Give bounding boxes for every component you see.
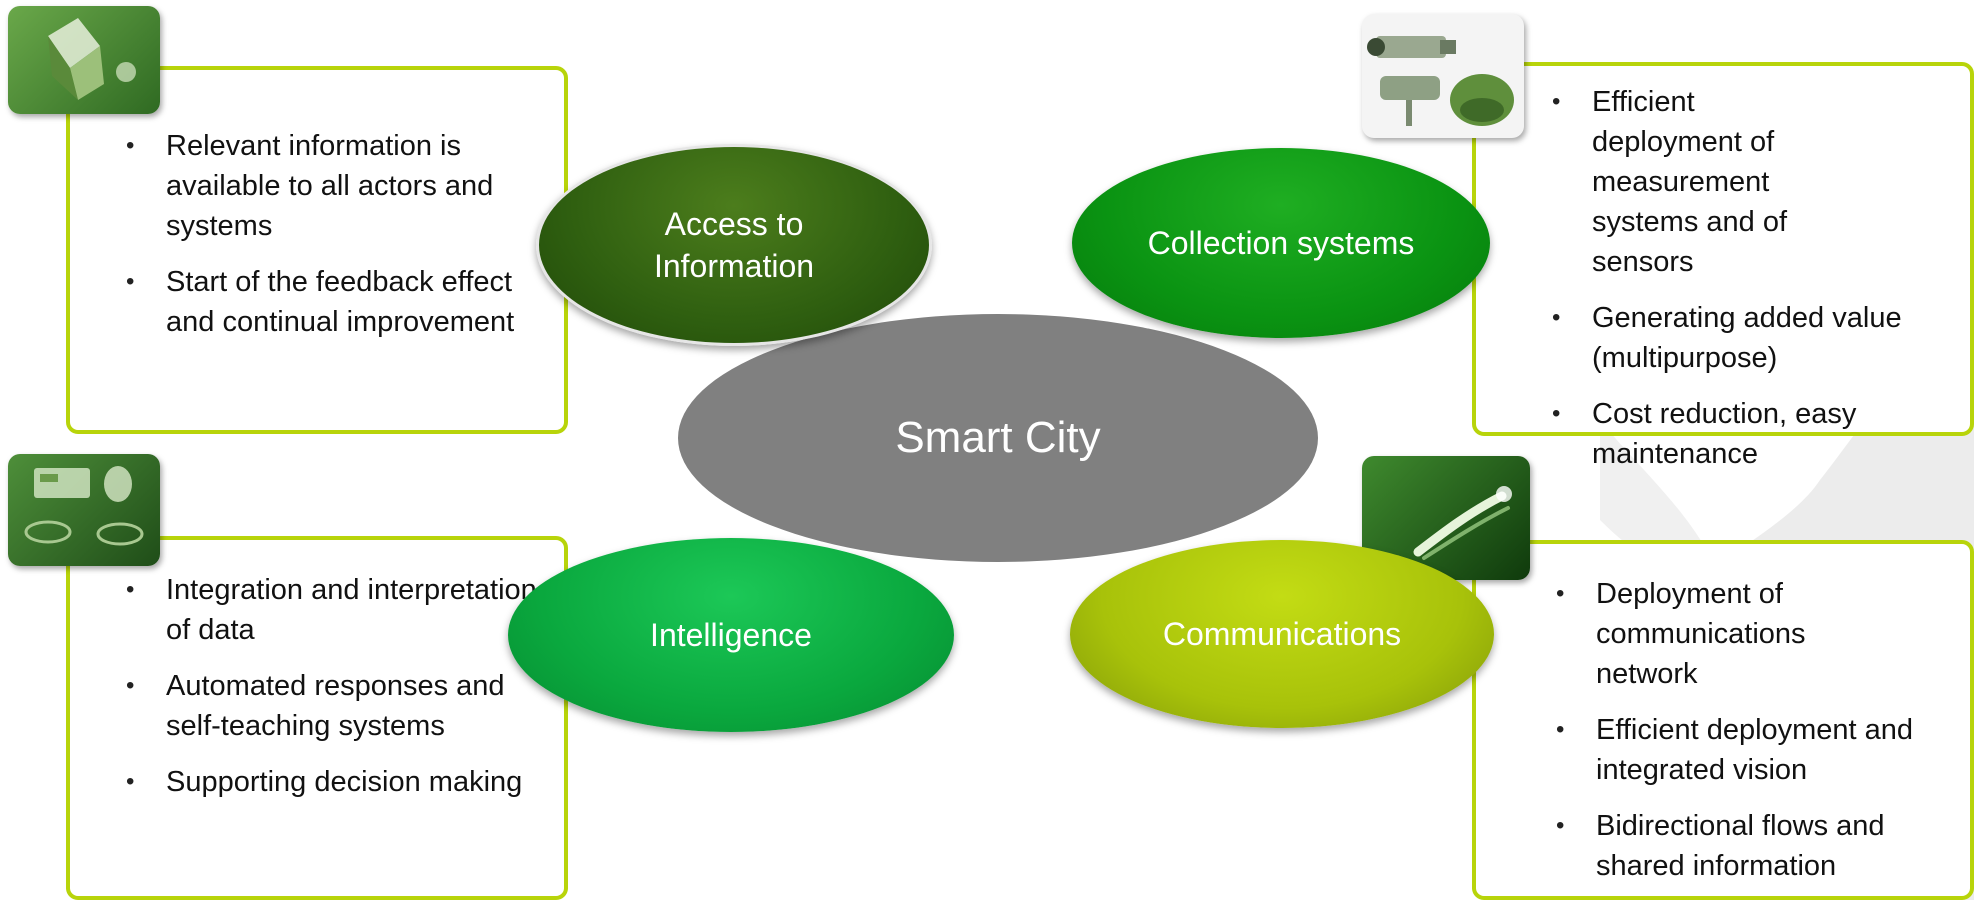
cube-box-icon [8,6,160,114]
collection-systems-label: Collection systems [1147,225,1415,261]
bullet-item: Integration and interpretation of data [126,570,554,650]
bullet-item: Automated responses and self-teaching sy… [126,666,554,746]
bullet-item: Efficient deployment and integrated visi… [1556,710,1960,790]
collection-bullets: Efficient deployment of measurement syst… [1552,82,1960,490]
bullet-item: Deployment of communications network [1556,574,1960,694]
smart-city-label: Smart City [895,413,1101,462]
access-info-bullets: Relevant information is available to all… [126,126,554,358]
collection-systems-node: Collection systems [1072,148,1490,338]
bullet-item: Relevant information is available to all… [126,126,554,246]
bullet-item: Generating added value (multipurpose) [1552,298,1960,378]
intelligence-node: Intelligence [508,538,954,732]
security-camera-icon [1362,14,1524,138]
communications-panel: Deployment of communications network Eff… [1472,540,1974,900]
communications-label: Communications [1162,616,1402,652]
access-info-panel: Relevant information is available to all… [66,66,568,434]
smart-city-node: Smart City [678,314,1318,562]
bullet-item: Start of the feedback effect and continu… [126,262,554,342]
intelligence-label: Intelligence [650,617,812,653]
access-to-information-label: Access to Information [653,206,815,284]
bullet-item: Supporting decision making [126,762,554,802]
intelligence-panel: Integration and interpretation of data A… [66,536,568,900]
communications-bullets: Deployment of communications network Eff… [1556,574,1960,902]
collection-panel: Efficient deployment of measurement syst… [1472,62,1974,470]
access-to-information-node: Access to Information [536,144,932,346]
bullet-item: Bidirectional flows and shared informati… [1556,806,1960,886]
bullet-item: Efficient deployment of measurement syst… [1552,82,1960,282]
control-panel-icon [8,454,160,566]
bullet-item: Cost reduction, easy maintenance [1552,394,1960,474]
communications-node: Communications [1070,540,1494,728]
intelligence-bullets: Integration and interpretation of data A… [126,570,554,818]
